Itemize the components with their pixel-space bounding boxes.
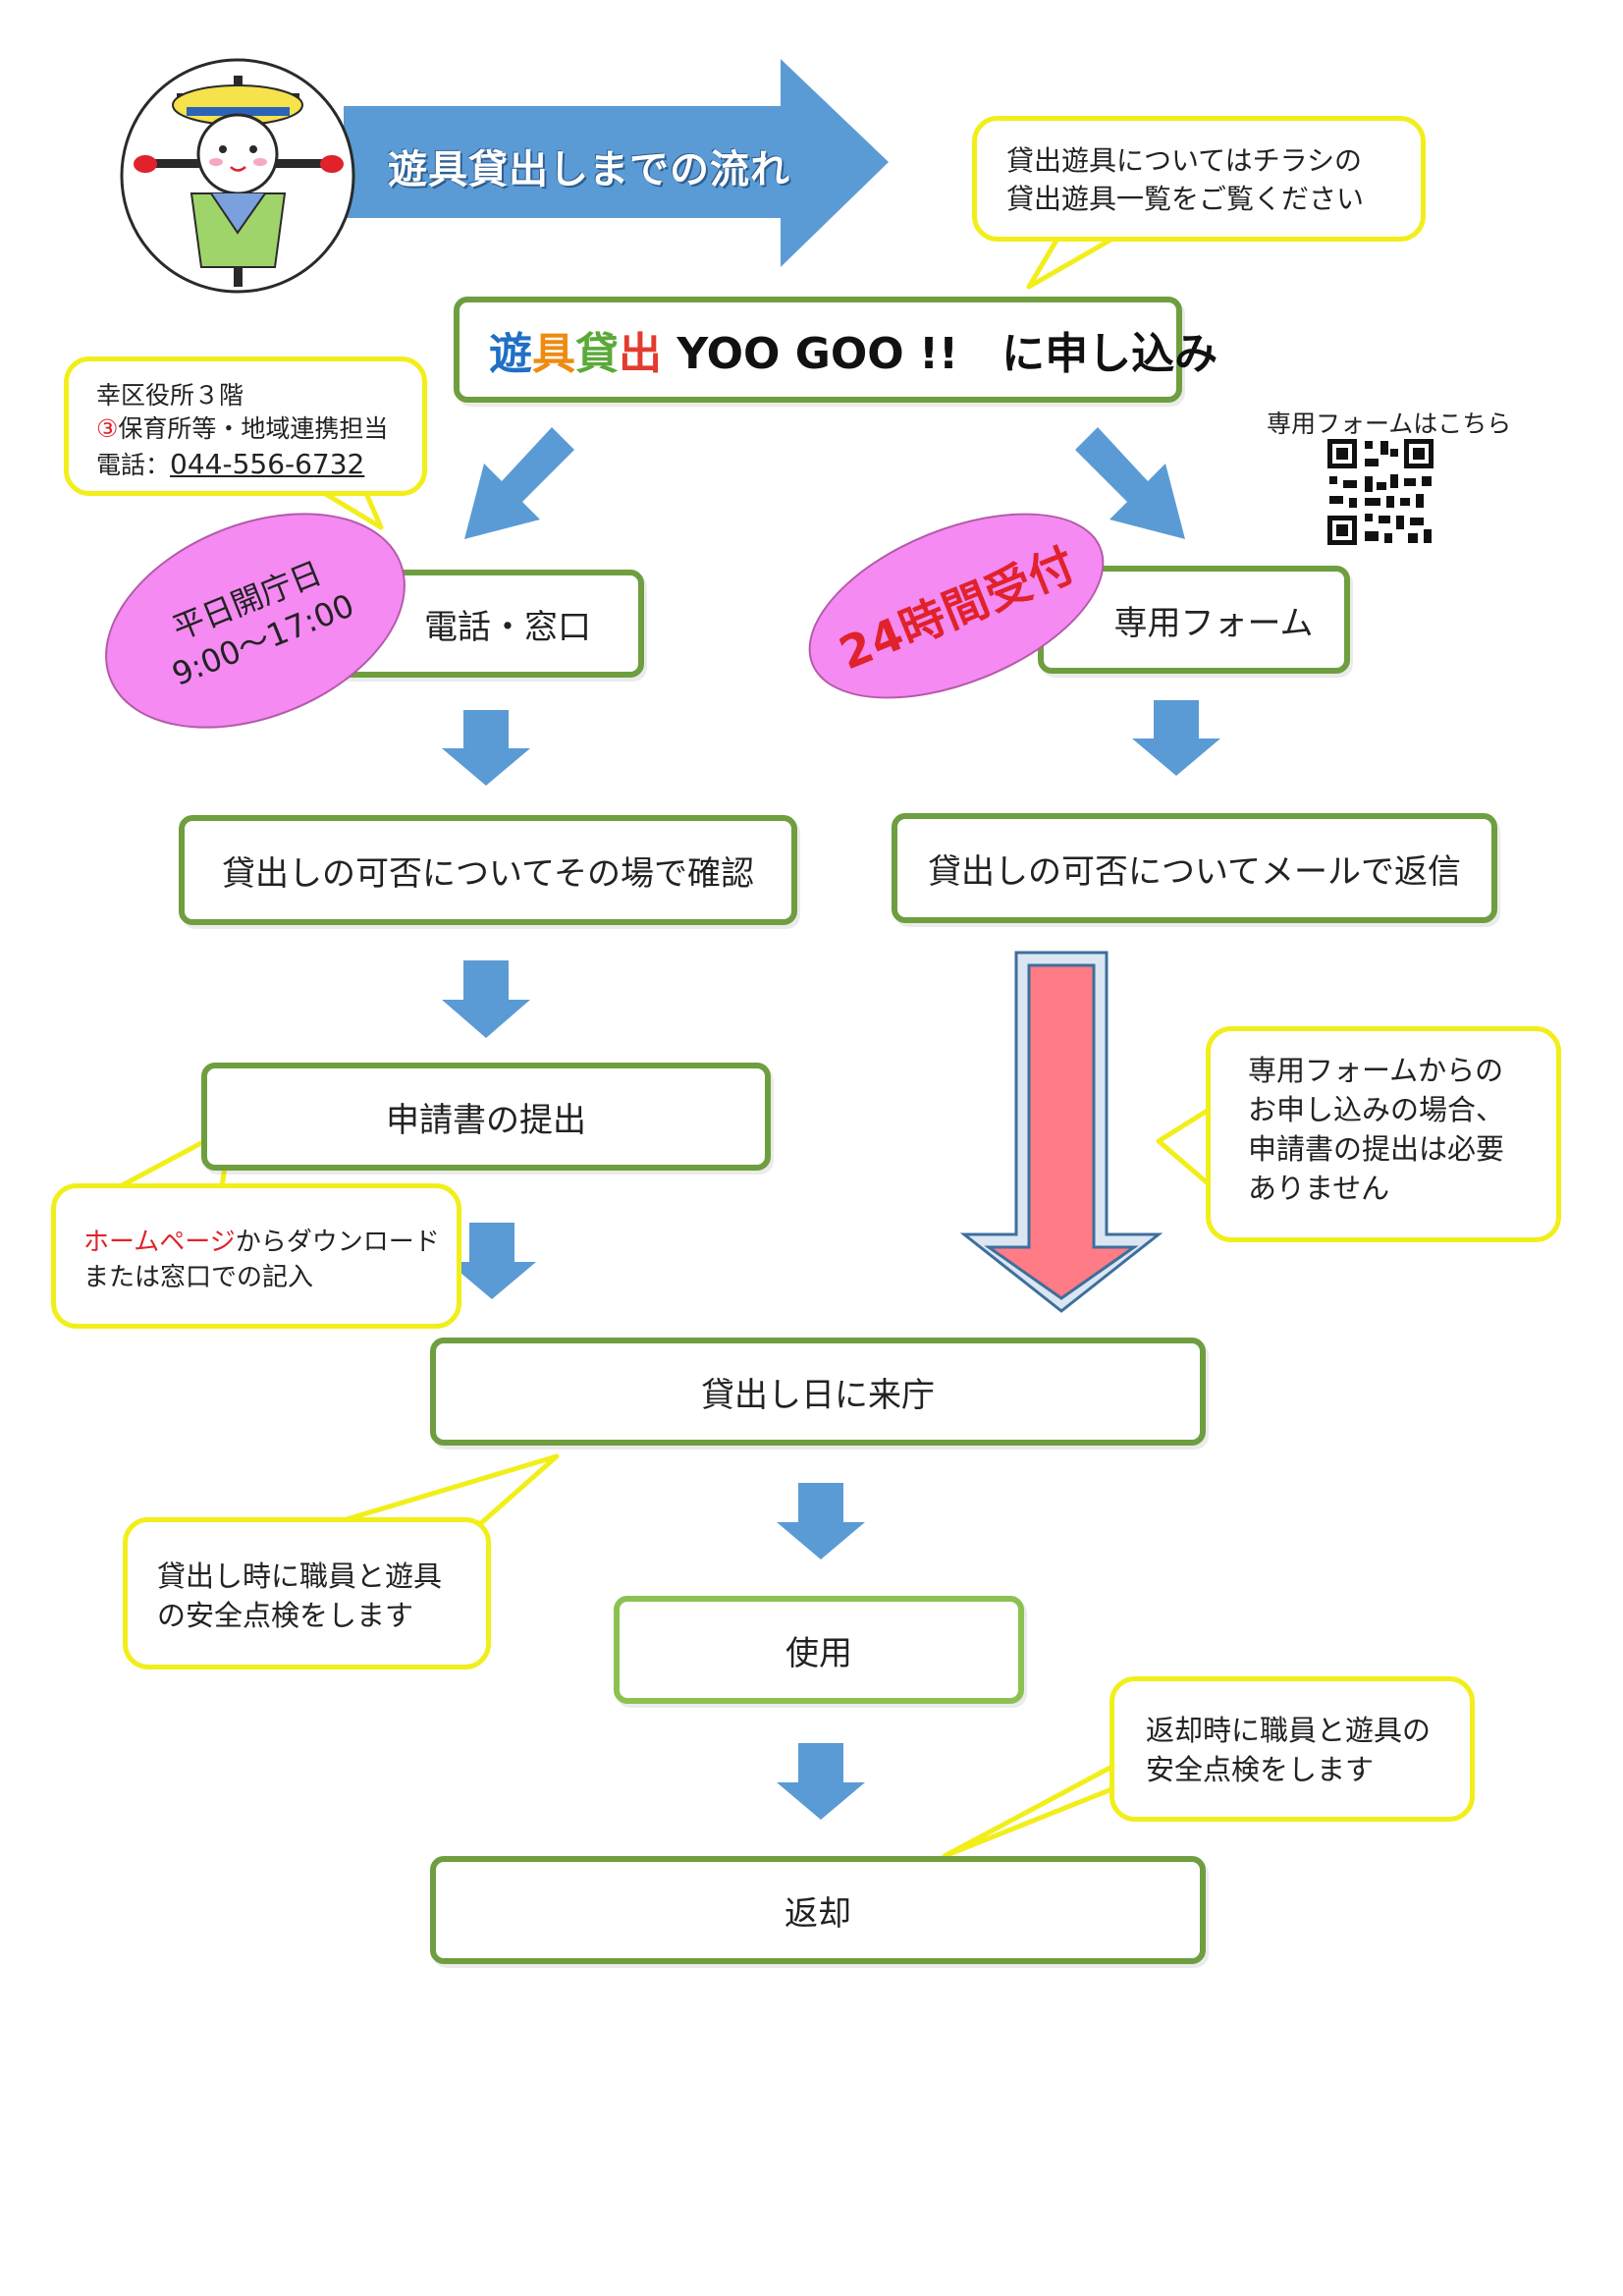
- return-label: 返却: [784, 1893, 851, 1934]
- title-char-gu: 具: [532, 329, 575, 379]
- diagonal-arrow-left: [464, 427, 574, 539]
- reply-mail-box: 貸出しの可否についてメールで返信: [892, 813, 1497, 923]
- mascot-icon: [120, 58, 355, 294]
- office-phone: 電話：044-556-6732: [96, 446, 422, 483]
- submit-application-label: 申請書の提出: [386, 1100, 586, 1140]
- title-char-kashi: 貸: [575, 329, 619, 379]
- down-arrow-center-1: [777, 1483, 865, 1559]
- down-arrow-center-2: [777, 1743, 865, 1820]
- mascot-logo: [118, 56, 358, 297]
- confirm-onsite-label: 貸出しの可否についてその場で確認: [222, 853, 754, 894]
- homepage-link[interactable]: ホームページ: [83, 1228, 236, 1257]
- return-check-bubble: 返却時に職員と遊具の 安全点検をします: [1109, 1676, 1475, 1822]
- office-phone-number[interactable]: 044-556-6732: [170, 447, 365, 480]
- qr-code-icon: [1325, 437, 1435, 547]
- office-section-name: 保育所等・地域連携担当: [118, 413, 389, 443]
- big-red-arrow-inner: [984, 963, 1139, 1300]
- lending-check-bubble: 貸出し時に職員と遊具 の安全点検をします: [123, 1517, 491, 1669]
- form-note-text: 専用フォームからの お申し込みの場合、 申請書の提出は必要 ありません: [1248, 1054, 1505, 1206]
- title-rest: YOO GOO !! に申し込み: [662, 329, 1218, 379]
- lending-check-text: 貸出し時に職員と遊具 の安全点検をします: [157, 1559, 443, 1633]
- down-arrow-left-3: [448, 1223, 536, 1299]
- title-char-dashi: 出: [619, 329, 662, 379]
- weekday-hours-text: 平日開庁日 9:00～17:00: [166, 553, 359, 693]
- qr-label: 専用フォームはこちら: [1267, 410, 1512, 438]
- header-arrow-shape: [344, 59, 889, 267]
- office-phone-label: 電話：: [96, 450, 171, 479]
- use-label: 使用: [785, 1633, 852, 1673]
- office-floor: 幸区役所３階: [96, 381, 244, 410]
- down-arrow-left-2: [442, 960, 530, 1038]
- submit-application-box: 申請書の提出: [201, 1063, 771, 1171]
- diagonal-arrow-right: [1075, 427, 1185, 539]
- main-title-box: 遊 具 貸 出 YOO GOO !! に申し込み: [454, 297, 1217, 403]
- title-char-yu: 遊: [489, 329, 532, 379]
- down-arrow-right-1: [1132, 700, 1220, 776]
- confirm-onsite-box: 貸出しの可否についてその場で確認: [179, 815, 797, 925]
- return-check-text: 返却時に職員と遊具の 安全点検をします: [1146, 1714, 1432, 1787]
- circled-three: ③: [96, 413, 119, 443]
- download-rest: からダウンロード または窓口での記入: [83, 1228, 440, 1292]
- download-text: ホームページからダウンロード または窓口での記入: [83, 1226, 457, 1296]
- visit-box: 貸出し日に来庁: [430, 1338, 1206, 1446]
- lending-bubble-tail: [331, 1453, 560, 1526]
- office-info-bubble: 幸区役所３階 ③保育所等・地域連携担当 電話：044-556-6732: [64, 356, 427, 496]
- form-note-bubble: 専用フォームからの お申し込みの場合、 申請書の提出は必要 ありません: [1206, 1026, 1561, 1242]
- office-section: ③保育所等・地域連携担当: [96, 412, 422, 446]
- qr-code[interactable]: [1325, 437, 1435, 547]
- phone-window-label: 電話・窓口: [424, 607, 591, 647]
- return-box: 返却: [430, 1856, 1206, 1964]
- down-arrow-left-1: [442, 710, 530, 786]
- flyer-note-text: 貸出遊具についてはチラシの 貸出遊具一覧をご覧ください: [1006, 144, 1365, 215]
- header-title: 遊具貸出しまでの流れ: [388, 147, 790, 192]
- reply-mail-label: 貸出しの可否についてメールで返信: [928, 851, 1461, 892]
- flyer-bubble-tail: [1026, 231, 1117, 290]
- form-label: 専用フォーム: [1113, 603, 1314, 643]
- use-box: 使用: [614, 1596, 1024, 1704]
- visit-label: 貸出し日に来庁: [701, 1375, 935, 1415]
- flyer-note-bubble: 貸出遊具についてはチラシの 貸出遊具一覧をご覧ください: [972, 116, 1426, 242]
- download-bubble: ホームページからダウンロード または窓口での記入: [51, 1183, 461, 1329]
